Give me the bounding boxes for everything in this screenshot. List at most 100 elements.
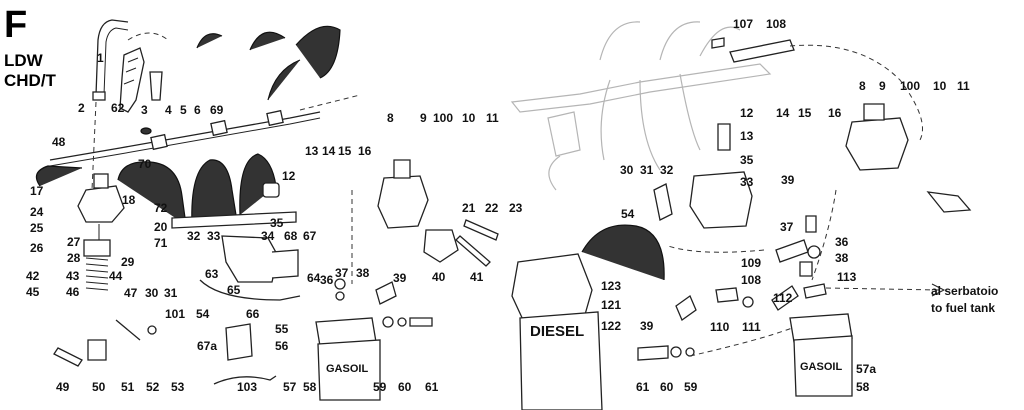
label-8: 8: [387, 111, 394, 125]
label-39: 39: [393, 271, 407, 285]
diesel-filter-122: [519, 311, 603, 410]
diesel-marking: DIESEL: [530, 323, 584, 340]
injection-pump-33-right: [689, 171, 753, 229]
label-26: 26: [30, 241, 44, 255]
label-11: 11: [486, 111, 499, 125]
label-30: 30: [145, 286, 159, 300]
injection-pump-33: [221, 235, 279, 283]
label-45: 45: [26, 285, 40, 299]
label-31: 31: [164, 286, 178, 300]
stud-23: [463, 219, 499, 241]
rod-41: [455, 235, 491, 267]
label-71: 71: [154, 236, 168, 250]
label-r57a: 57a: [856, 362, 876, 376]
stud-49: [53, 347, 83, 367]
label-r58: 58: [856, 380, 870, 394]
filter-head-121: [511, 253, 593, 323]
label-3: 3: [141, 103, 148, 117]
label-69: 69: [210, 103, 224, 117]
model-line-1: LDW: [4, 51, 44, 70]
label-103: 103: [237, 380, 257, 394]
label-r10: 10: [933, 79, 947, 93]
bleed-screw-12: [262, 182, 280, 198]
label-r12: 12: [740, 106, 754, 120]
model-line-2: CHD/T: [4, 71, 57, 90]
label-27: 27: [67, 235, 81, 249]
label-47: 47: [124, 286, 138, 300]
fitting-39: [375, 281, 397, 305]
callout-labels: 1 2 62 3 4 5 6 69 48 17 24 25 26 27 28 2…: [26, 17, 970, 394]
lift-pump-8-right: [845, 117, 909, 171]
label-57: 57: [283, 380, 297, 394]
screw-54: [653, 183, 673, 221]
sleeve-5: [149, 71, 163, 101]
label-37: 37: [335, 266, 349, 280]
cap-50: [87, 339, 107, 361]
label-17: 17: [30, 184, 44, 198]
pump-body-27: [83, 239, 111, 257]
label-r110: 110: [710, 320, 730, 334]
tube-108: [729, 39, 795, 63]
label-18: 18: [122, 193, 136, 207]
label-r35: 35: [740, 153, 754, 167]
label-r109: 109: [741, 256, 761, 270]
section-letter: F: [4, 4, 27, 46]
label-r32: 32: [660, 163, 674, 177]
label-23: 23: [509, 201, 523, 215]
label-66: 66: [246, 307, 260, 321]
label-25: 25: [30, 221, 44, 235]
hose-6b: [249, 31, 286, 51]
label-33: 33: [207, 229, 221, 243]
nut-113: [803, 283, 827, 299]
label-52: 52: [146, 380, 160, 394]
washer-53: [147, 325, 157, 335]
washer-3: [140, 127, 152, 135]
label-41: 41: [470, 270, 484, 284]
banjo-fitting-36: [775, 239, 809, 263]
fuel-pipe-1: [95, 19, 129, 96]
label-42: 42: [26, 269, 40, 283]
label-r39b: 39: [640, 319, 654, 333]
label-r100: 100: [900, 79, 920, 93]
label-r37: 37: [780, 220, 794, 234]
rail-35: [171, 211, 297, 229]
label-56: 56: [275, 339, 289, 353]
label-43: 43: [66, 269, 80, 283]
label-48: 48: [52, 135, 66, 149]
label-r14: 14: [776, 106, 790, 120]
gasoil-marking-left: GASOIL: [326, 363, 368, 375]
label-4: 4: [165, 103, 172, 117]
label-63: 63: [205, 267, 219, 281]
hose-48: [35, 165, 83, 187]
label-61: 61: [425, 380, 439, 394]
gasket-right: [926, 191, 972, 213]
label-29: 29: [121, 255, 135, 269]
gasoil-marking-right: GASOIL: [800, 361, 842, 373]
screw-51: [115, 319, 141, 341]
label-r113: 113: [837, 270, 857, 284]
label-10: 10: [462, 111, 476, 125]
label-r122: 122: [601, 319, 621, 333]
label-67a: 67a: [197, 339, 217, 353]
clamp-107: [711, 37, 725, 49]
spring-44: [85, 257, 109, 291]
label-40: 40: [432, 270, 446, 284]
tank-note-italian: al serbatoio: [931, 284, 998, 298]
label-22: 22: [485, 201, 499, 215]
label-20: 20: [154, 220, 168, 234]
label-r16: 16: [828, 106, 842, 120]
label-r107: 107: [733, 17, 753, 31]
label-60: 60: [398, 380, 412, 394]
label-14: 14: [322, 144, 336, 158]
label-51: 51: [121, 380, 135, 394]
banjo-bolt-61: [409, 317, 433, 327]
gasket-40: [423, 229, 459, 263]
label-r30: 30: [620, 163, 634, 177]
label-r59: 59: [684, 380, 698, 394]
label-r61: 61: [636, 380, 650, 394]
label-32: 32: [187, 229, 201, 243]
label-46: 46: [66, 285, 80, 299]
hose-123: [581, 224, 665, 281]
label-6: 6: [194, 103, 201, 117]
